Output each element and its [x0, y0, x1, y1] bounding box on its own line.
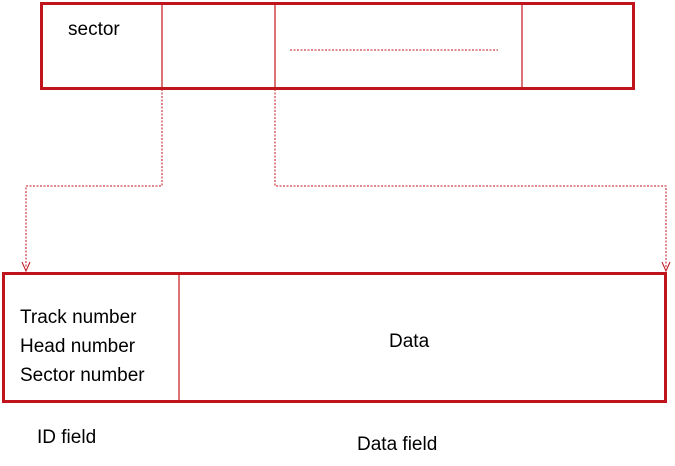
data-label: Data [389, 331, 430, 352]
data-field-connector [274, 89, 667, 268]
sector-strip-box [40, 2, 635, 90]
id-line-track-number: Track number [20, 307, 137, 328]
id-field-arrow-head [21, 261, 31, 273]
id-field-connector [25, 89, 163, 268]
sector-label: sector [68, 19, 120, 40]
id-field-caption: ID field [37, 427, 97, 448]
sector-detail-box [2, 272, 667, 403]
id-line-head-number: Head number [20, 336, 136, 357]
data-field-caption: Data field [357, 434, 438, 455]
data-field-arrow-head [661, 261, 671, 273]
id-line-sector-number: Sector number [20, 365, 145, 386]
